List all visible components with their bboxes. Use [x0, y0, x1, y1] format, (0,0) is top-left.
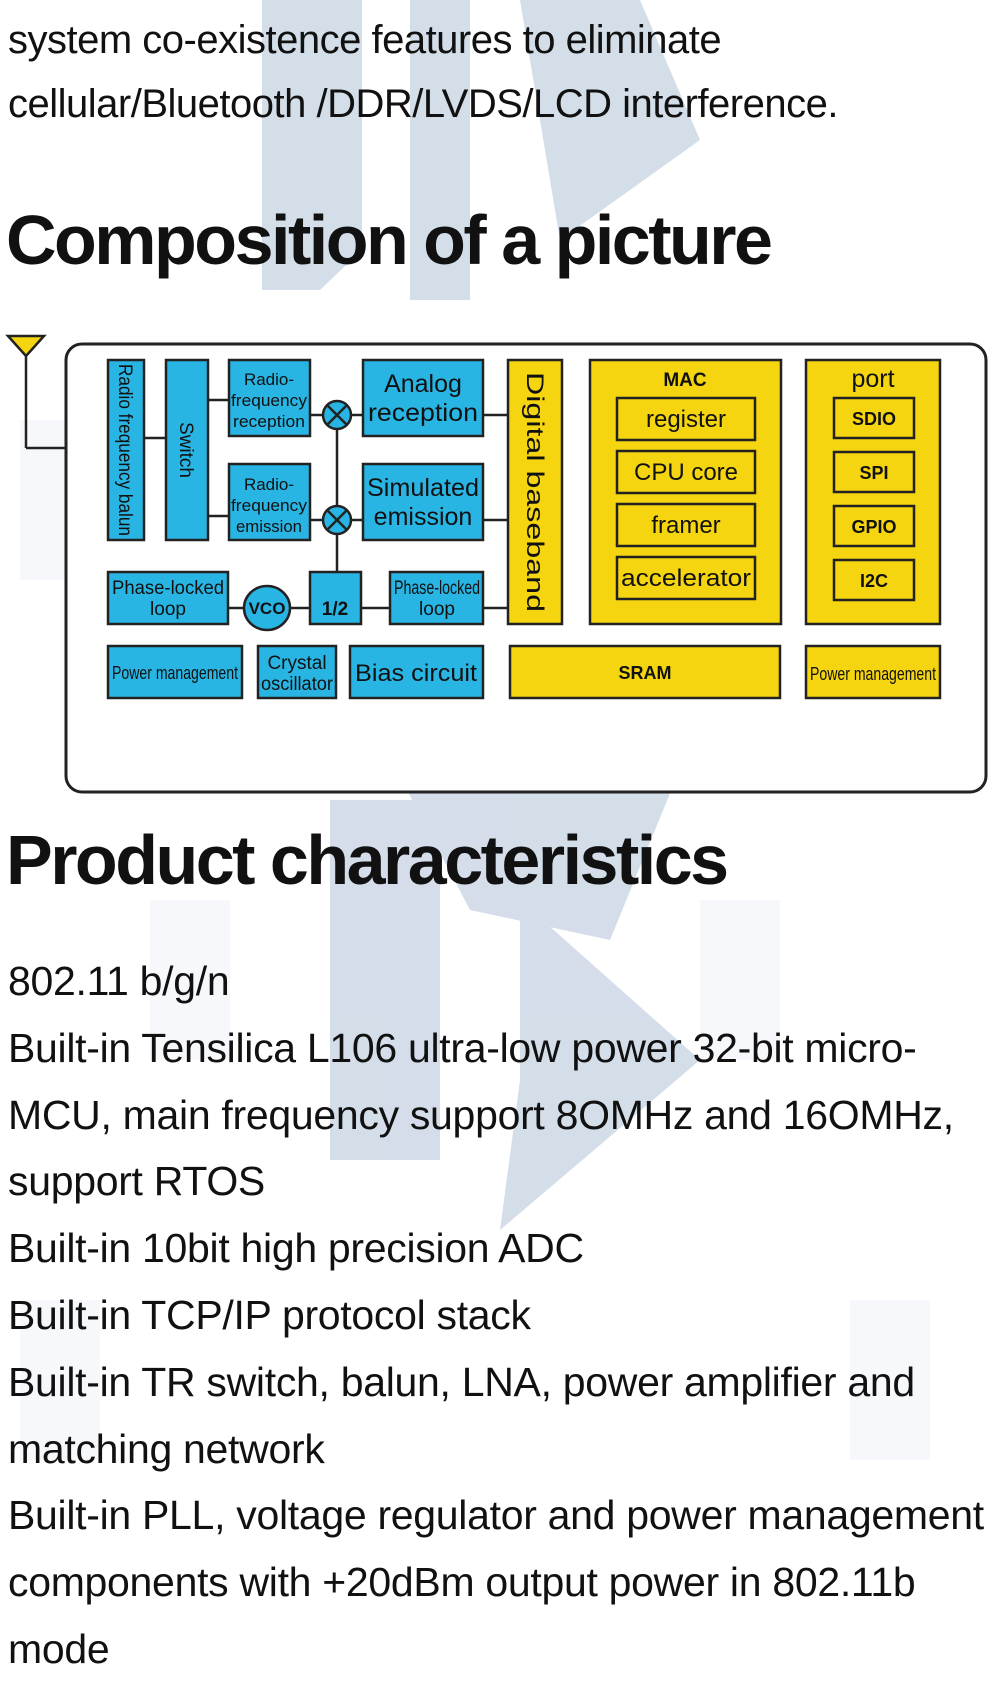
pll-left-label: Phase-locked: [112, 578, 224, 599]
rf-balun-block: [106, 358, 146, 542]
composition-heading: Composition of a picture: [6, 201, 773, 279]
switch-label: Switch: [175, 422, 196, 478]
pll-right-label: loop: [419, 599, 455, 620]
list-item: 802.11 b/g/n: [8, 958, 230, 1004]
half-divider-label: 1/2: [322, 599, 348, 620]
mac-framer-block: [615, 502, 757, 548]
mac-register-label: register: [646, 406, 726, 433]
simulated-emission-label: emission: [374, 503, 473, 531]
analog-reception-block: [361, 358, 485, 438]
rf-reception-label: reception: [233, 412, 305, 431]
pll-left-label: loop: [150, 599, 186, 620]
power-management-left-block: [106, 644, 244, 700]
sram-block: [508, 644, 782, 700]
port-spi-label: SPI: [859, 463, 888, 483]
simulated-emission-label: Simulated: [367, 474, 479, 502]
mixer-icon: [321, 504, 353, 536]
rf-emission-label: Radio-: [244, 475, 294, 494]
crystal-oscillator-block: [256, 644, 338, 700]
pll-left-block: [106, 570, 230, 626]
mac-title: MAC: [663, 370, 707, 391]
pll-right-block: [388, 570, 485, 626]
mixer-icon: [321, 399, 353, 431]
power-management-right-label: Power management: [810, 664, 936, 684]
rf-emission-block: [227, 462, 312, 542]
rf-reception-block: [227, 358, 312, 438]
port-title: port: [851, 365, 894, 393]
feature-list: 802.11 b/g/n Built-in Tensilica L106 ult…: [8, 948, 988, 1683]
switch-block: [164, 358, 210, 542]
connector-lines: [144, 398, 508, 610]
analog-reception-label: Analog: [384, 370, 462, 398]
port-spi-block: [832, 450, 916, 494]
mac-cpu-core-label: CPU core: [634, 459, 738, 486]
port-i2c-block: [832, 558, 916, 602]
crystal-oscillator-label: Crystal: [267, 653, 326, 674]
pll-right-label: Phase-locked: [394, 578, 480, 599]
digital-baseband-label: Digital baseband: [521, 372, 548, 612]
product-heading: Product characteristics: [6, 821, 729, 899]
vco-block: [242, 584, 292, 632]
mac-framer-label: framer: [651, 512, 720, 539]
power-management-right-block: [804, 644, 942, 700]
list-item: Built-in Tensilica L106 ultra-low power …: [8, 1024, 954, 1205]
half-divider-block: [308, 570, 363, 626]
port-gpio-label: GPIO: [851, 517, 896, 537]
intro-text: system co-existence features to eliminat…: [8, 18, 838, 126]
rf-balun-label: Radio frequency balun: [114, 364, 135, 536]
rf-reception-label: frequency: [231, 391, 307, 410]
list-item: Built-in TCP/IP protocol stack: [8, 1291, 531, 1338]
mac-cpu-core-block: [615, 449, 757, 495]
block-diagram: Radio frequency balun Switch Radio- freq…: [5, 334, 988, 794]
port-gpio-block: [832, 504, 916, 548]
rf-reception-label: Radio-: [244, 370, 294, 389]
vco-label: VCO: [249, 599, 286, 618]
list-item: Built-in 10bit high precision ADC: [8, 1225, 584, 1272]
rf-emission-label: frequency: [231, 496, 307, 515]
sram-label: SRAM: [619, 663, 672, 683]
digital-baseband-block: [506, 358, 564, 626]
analog-reception-label: reception: [368, 399, 478, 427]
power-management-left-label: Power management: [112, 663, 238, 683]
port-sdio-block: [832, 396, 916, 440]
port-i2c-label: I2C: [860, 571, 888, 591]
mac-accelerator-label: accelerator: [621, 565, 751, 592]
bias-circuit-block: [348, 644, 485, 700]
bias-circuit-label: Bias circuit: [355, 660, 477, 687]
port-sdio-label: SDIO: [852, 409, 896, 429]
list-item: Built-in PLL, voltage regulator and powe…: [8, 1492, 984, 1672]
simulated-emission-block: [361, 462, 485, 542]
mac-accelerator-block: [615, 555, 757, 601]
crystal-oscillator-label: oscillator: [261, 674, 334, 695]
mac-register-block: [615, 396, 757, 442]
list-item: Built-in TR switch, balun, LNA, power am…: [8, 1358, 915, 1472]
rf-emission-label: emission: [236, 517, 302, 536]
